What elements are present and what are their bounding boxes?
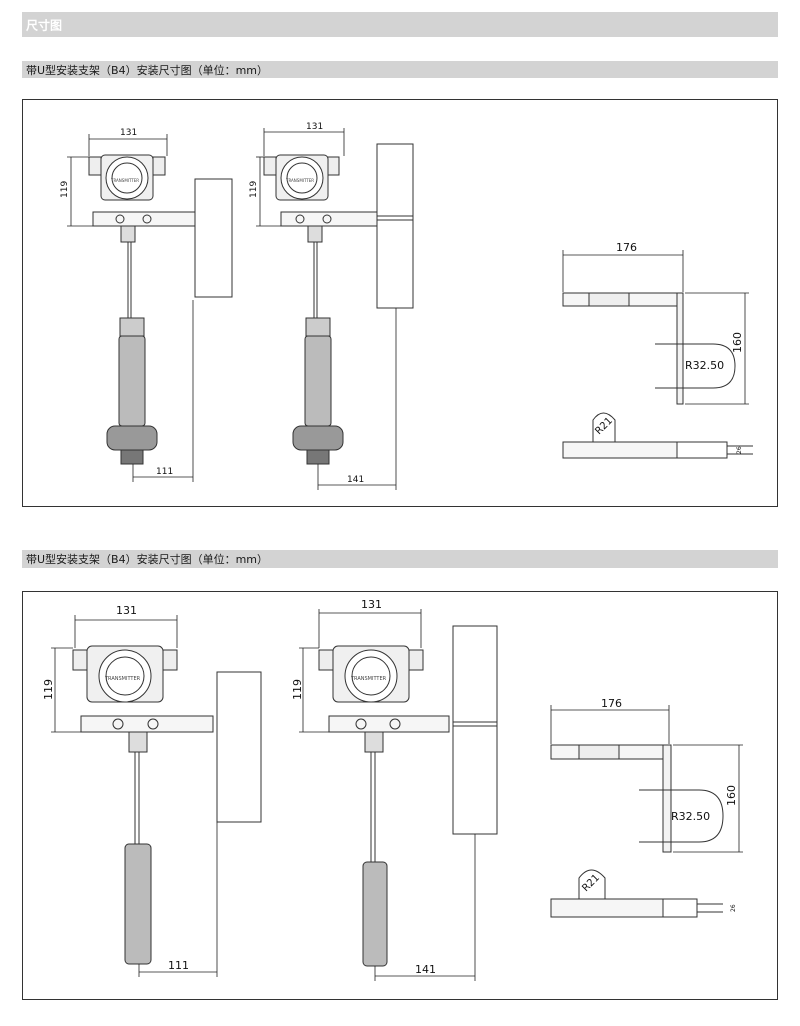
drawing-title-bar-1: 带U型安装支架（B4）安装尺寸图（单位：mm） (22, 61, 778, 78)
transmitter-b (263, 143, 414, 465)
transmitter-d (318, 625, 498, 967)
dim-radius-2: R21 (593, 415, 615, 437)
dim-radius-2-2: R21 (580, 872, 602, 894)
dim-width-d: 131 (361, 598, 382, 611)
dim-thickness-2: 26 (730, 904, 737, 912)
dim-height-d: 119 (291, 679, 304, 700)
dimension-drawing-2: 131 119 111 TRANSMITTER (42, 598, 743, 981)
dim-bracket-height: 160 (731, 332, 744, 353)
bracket-detail-2 (550, 744, 724, 918)
bracket-dims-2 (550, 705, 743, 853)
drawing-2-group: 131 119 111 TRANSMITTER (42, 598, 743, 981)
dim-radius-1-2: R32.50 (671, 810, 710, 823)
bracket-dims (562, 250, 749, 405)
dim-height-b: 119 (249, 181, 259, 198)
dim-thickness: 26 (736, 446, 743, 454)
drawing-1-group: 131 119 111 TRANSMITTER (60, 122, 753, 490)
drawing-title-1: 带U型安装支架（B4）安装尺寸图（单位：mm） (26, 63, 269, 77)
label-transmitter-d: TRANSMITTER (350, 676, 387, 682)
label-transmitter-b: TRANSMITTER (285, 178, 314, 183)
dim-height-a: 119 (60, 181, 70, 198)
dimension-drawing-1: 131 119 111 TRANSMITTER (60, 122, 753, 490)
dim-height-c: 119 (42, 679, 55, 700)
section-header-bar: 尺寸图 (22, 12, 778, 37)
bracket-detail (562, 292, 753, 459)
dim-offset-d: 141 (415, 963, 436, 976)
dim-bracket-width-2: 176 (601, 697, 622, 710)
transmitter-b-dims (256, 128, 397, 490)
dim-radius-1: R32.50 (685, 359, 724, 372)
dim-width-b: 131 (306, 122, 323, 132)
dim-width-c: 131 (116, 604, 137, 617)
transmitter-d-dims (299, 609, 476, 981)
dim-offset-a: 111 (156, 467, 173, 477)
drawing-title-bar-2: 带U型安装支架（B4）安装尺寸图（单位：mm） (22, 550, 778, 568)
dim-bracket-height-2: 160 (725, 785, 738, 806)
dim-offset-c: 111 (168, 959, 189, 972)
dim-offset-b: 141 (347, 475, 364, 485)
drawing-title-2: 带U型安装支架（B4）安装尺寸图（单位：mm） (26, 553, 269, 566)
drawing-panel-1: 131 119 111 TRANSMITTER (22, 99, 778, 507)
label-transmitter-a: TRANSMITTER (110, 178, 139, 183)
transmitter-c (72, 645, 262, 965)
dim-bracket-width: 176 (616, 241, 637, 254)
label-transmitter-c: TRANSMITTER (104, 676, 141, 682)
transmitter-a (88, 154, 233, 465)
transmitter-c-dims (51, 615, 218, 977)
transmitter-a-dims (67, 134, 194, 482)
section-header-title: 尺寸图 (26, 18, 63, 32)
dim-width-a: 131 (120, 128, 137, 138)
drawing-panel-2: 131 119 111 TRANSMITTER (22, 591, 778, 1000)
